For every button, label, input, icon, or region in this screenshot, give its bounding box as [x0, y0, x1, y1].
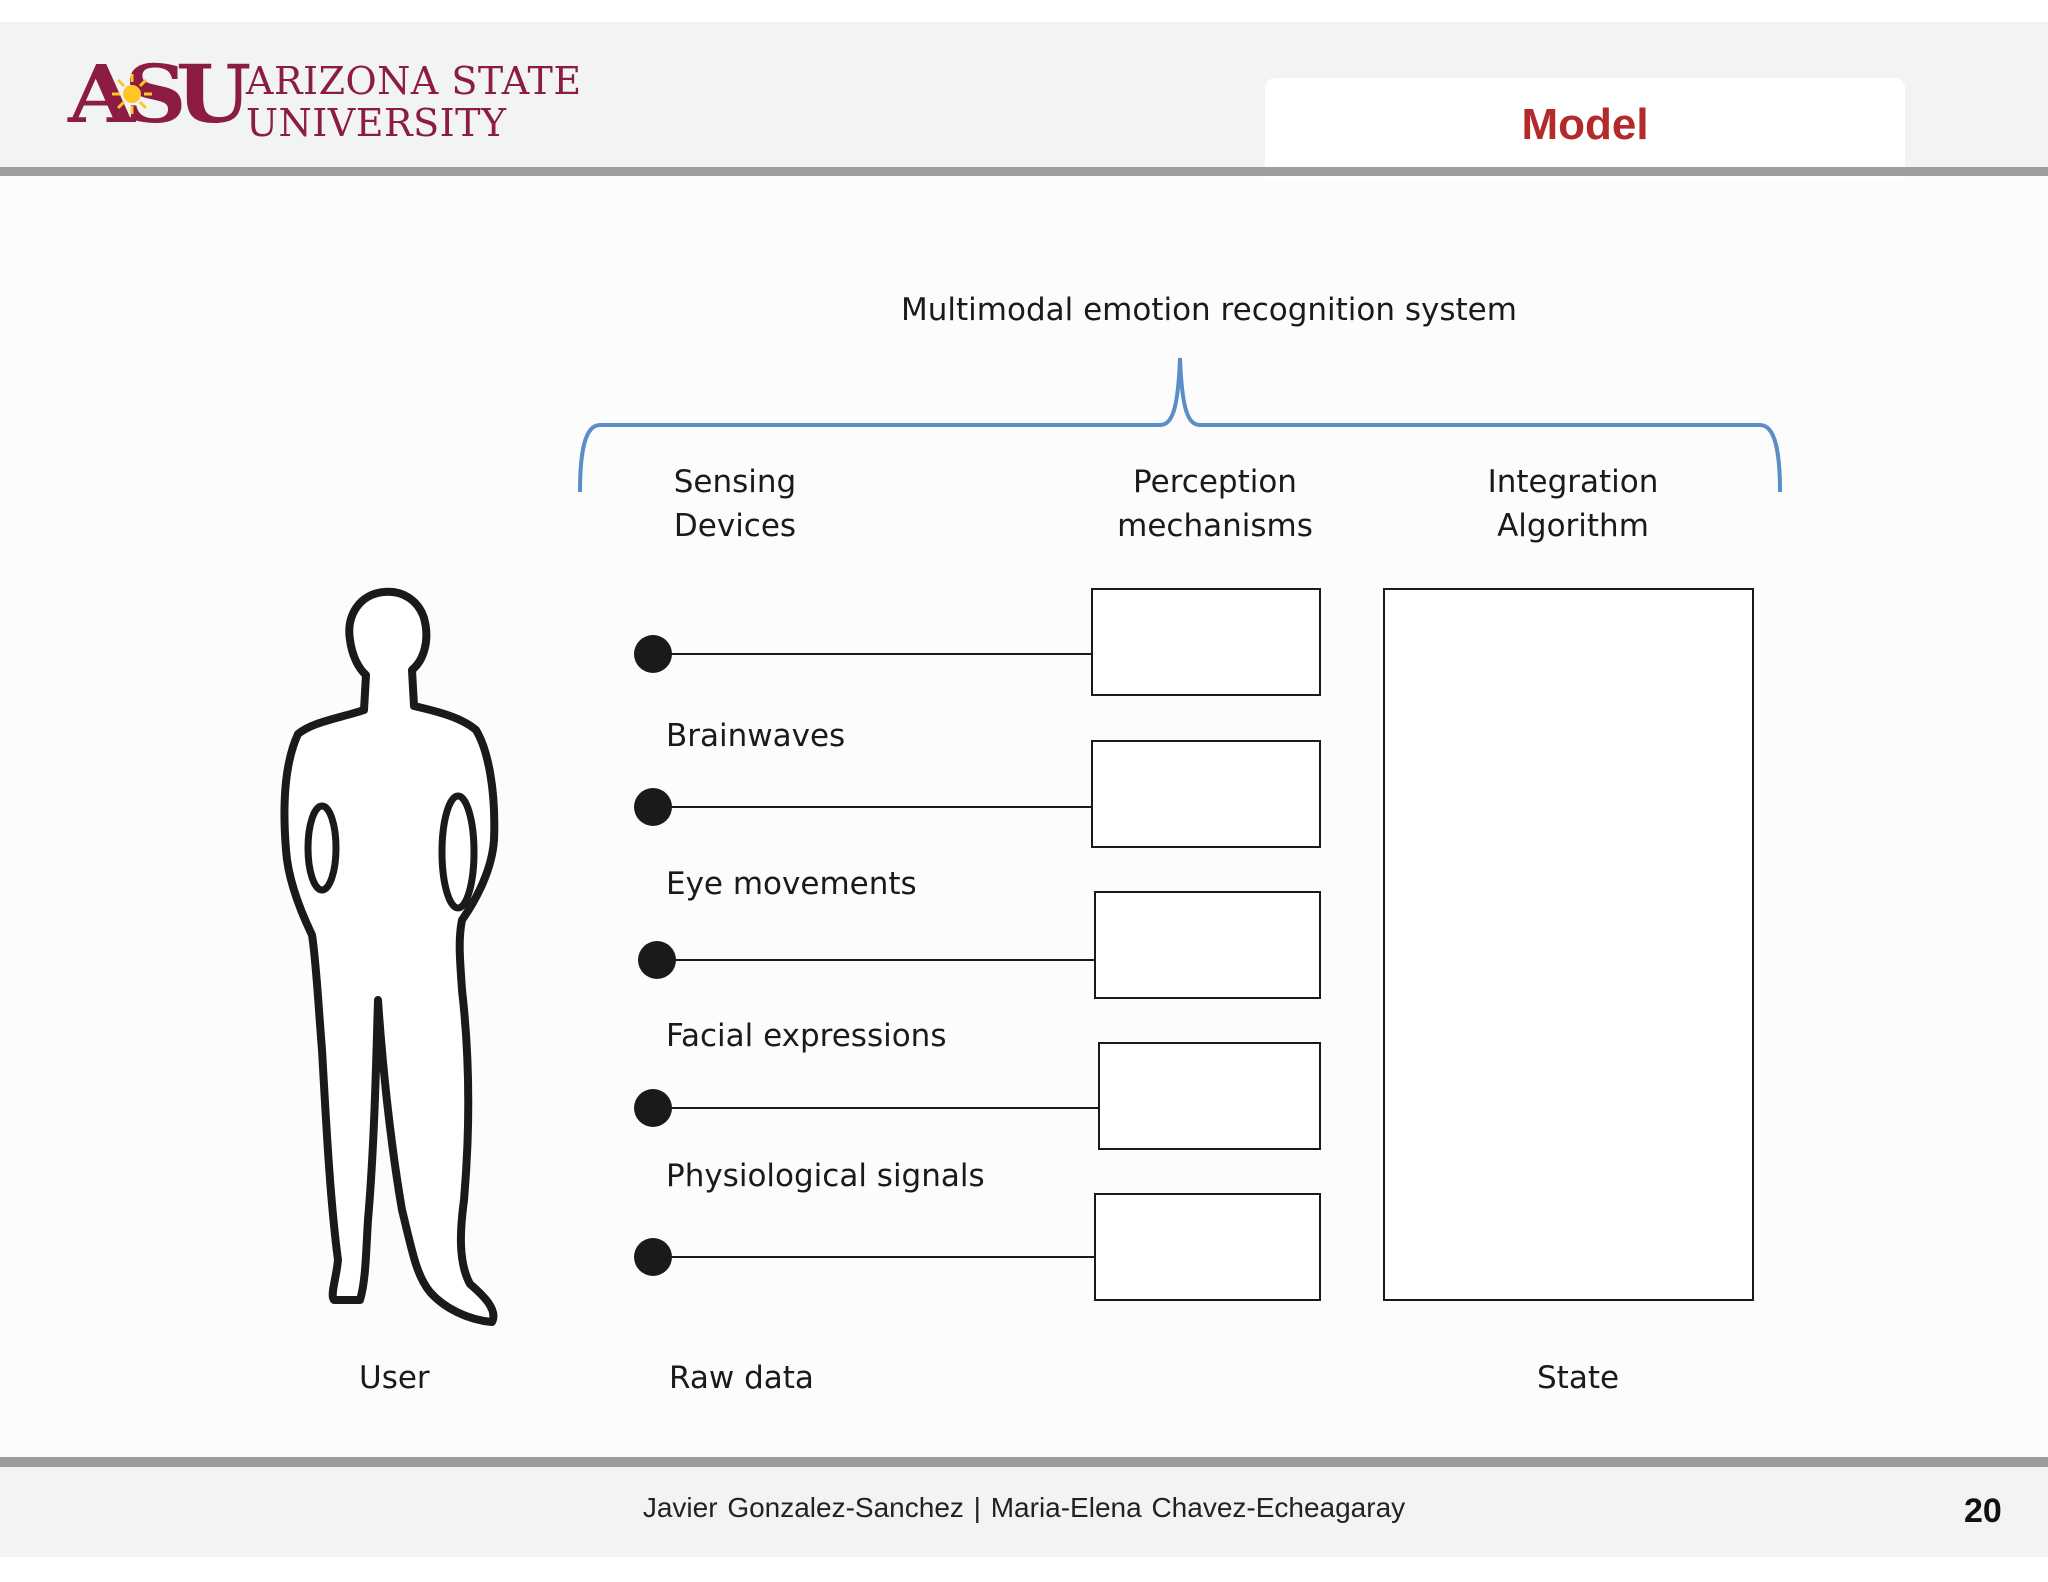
header-divider	[0, 167, 2048, 176]
university-name-line1: ARIZONA STATE	[246, 59, 582, 103]
sensor-dot	[634, 1089, 672, 1127]
sensor-dot	[634, 635, 672, 673]
perception-box	[1094, 1193, 1321, 1301]
header-sensing-line2: Devices	[673, 508, 797, 544]
modality-label-brainwaves: Brainwaves	[666, 718, 846, 754]
label-user: User	[359, 1360, 430, 1396]
label-state: State	[1537, 1360, 1620, 1396]
system-title: Multimodal emotion recognition system	[901, 292, 1517, 328]
slide-title: Model	[1521, 100, 1649, 149]
sensor-dot	[638, 941, 676, 979]
page-number: 20	[1964, 1492, 2002, 1530]
sensor-lines	[653, 653, 1099, 1258]
header-perception-mechanisms: Perception mechanisms	[1117, 460, 1313, 548]
sensor-dot	[634, 788, 672, 826]
perception-box	[1091, 588, 1321, 696]
integration-box	[1383, 588, 1754, 1301]
header-sensing-line1: Sensing	[673, 464, 797, 500]
modality-label-facial-expressions: Facial expressions	[666, 1018, 947, 1054]
footer-authors: Javier Gonzalez-Sanchez | Maria-Elena Ch…	[642, 1492, 1406, 1523]
university-name-line2: UNIVERSITY	[246, 101, 507, 145]
perception-box	[1094, 891, 1321, 999]
system-brace	[578, 357, 1782, 493]
header-perception-line1: Perception	[1133, 464, 1297, 500]
header-perception-line2: mechanisms	[1117, 508, 1313, 544]
footer-divider	[0, 1457, 2048, 1467]
user-silhouette	[280, 587, 499, 1326]
header-integration-line1: Integration	[1487, 464, 1659, 500]
slide-title-tab: Model	[1265, 78, 1905, 182]
university-name: ARIZONA STATE UNIVERSITY	[246, 60, 582, 144]
perception-box	[1098, 1042, 1321, 1150]
sun-icon	[112, 74, 152, 114]
asu-logo: ASU ARIZONA STATE UNIVERSITY	[68, 47, 581, 154]
header-band: ASU ARIZONA STATE UNIVERSITY Model	[0, 22, 2048, 182]
modality-label-physiological-signals: Physiological signals	[666, 1158, 985, 1194]
perception-box	[1091, 740, 1321, 848]
header-integration-algorithm: Integration Algorithm	[1488, 460, 1659, 548]
asu-logo-mark: ASU	[68, 47, 251, 141]
header-integration-line2: Algorithm	[1497, 508, 1649, 544]
label-raw-data: Raw data	[669, 1360, 814, 1396]
modality-label-eye-movements: Eye movements	[666, 866, 917, 902]
sensor-dot	[634, 1238, 672, 1276]
footer-band	[0, 1467, 2048, 1557]
header-sensing-devices: Sensing Devices	[674, 460, 797, 548]
